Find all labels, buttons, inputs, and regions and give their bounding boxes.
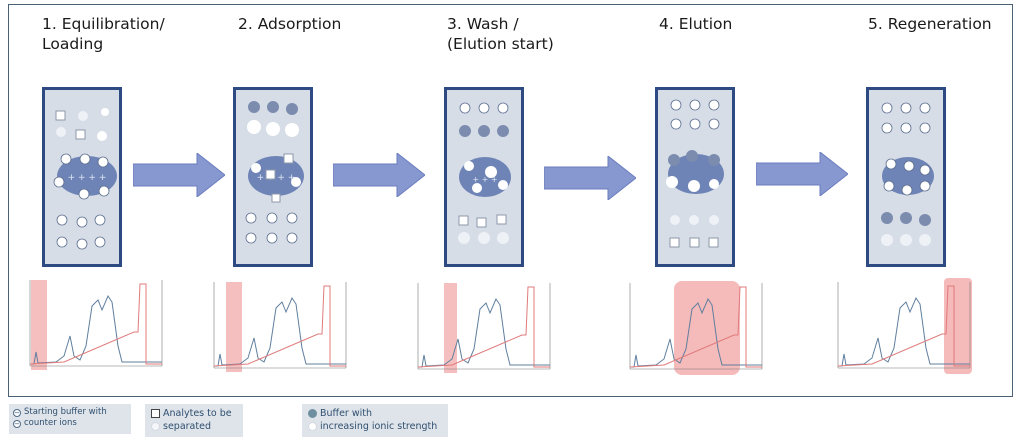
buffer-dot-icon bbox=[308, 409, 317, 418]
minus-circle-icon: − bbox=[13, 419, 21, 428]
step-title-3: 3. Wash / (Elution start) bbox=[447, 15, 554, 53]
step-title-1: 1. Equilibration/ Loading bbox=[42, 15, 165, 53]
step-title-5: 5. Regeneration bbox=[868, 15, 992, 33]
column-step-3: + + + bbox=[444, 87, 524, 267]
arrow-right-icon bbox=[756, 152, 848, 196]
step-title-4: 4. Elution bbox=[659, 15, 733, 33]
arrow-right-icon bbox=[133, 153, 225, 197]
legend-buffer-line2: increasing ionic strength bbox=[320, 421, 438, 432]
svg-text:+ + + +: + + + + bbox=[257, 173, 296, 183]
circle-analyte-icon bbox=[308, 422, 317, 431]
column-contents: + + + bbox=[458, 102, 511, 244]
chromatogram-step-3 bbox=[417, 283, 551, 373]
legend-counter-ions-line2: counter ions bbox=[24, 418, 77, 428]
legend-analytes-line1: Analytes to be bbox=[163, 408, 232, 419]
column-contents: + + + + bbox=[245, 101, 304, 244]
diagram-frame bbox=[8, 4, 1013, 397]
chromatogram-step-5 bbox=[837, 278, 972, 374]
svg-text:+ + + +: + + + + bbox=[68, 173, 107, 183]
legend-counter-ions-line1: Starting buffer with bbox=[24, 407, 107, 417]
column-step-5 bbox=[866, 87, 946, 267]
column-step-1: + + + + bbox=[42, 87, 122, 267]
square-analyte-icon bbox=[151, 409, 160, 418]
legend-buffer-line1: Buffer with bbox=[320, 408, 373, 419]
chromatogram-step-4 bbox=[629, 281, 763, 375]
step-title-2: 2. Adsorption bbox=[238, 15, 342, 33]
chromatogram-step-2 bbox=[213, 282, 347, 372]
column-step-2: + + + + bbox=[233, 87, 313, 267]
arrow-right-icon bbox=[544, 156, 636, 200]
chromatogram-step-1 bbox=[29, 280, 163, 370]
legend-buffer: Buffer with increasing ionic strength bbox=[302, 404, 448, 437]
minus-circle-icon: − bbox=[13, 408, 21, 417]
legend-counter-ions: − Starting buffer with − counter ions bbox=[9, 404, 131, 434]
column-contents bbox=[881, 102, 934, 246]
legend-analytes: Analytes to be separated bbox=[145, 404, 243, 437]
arrow-right-icon bbox=[333, 153, 425, 197]
circle-analyte-icon bbox=[151, 422, 160, 431]
svg-text:+ + +: + + + bbox=[472, 175, 497, 184]
column-contents: + + + + bbox=[53, 108, 117, 250]
column-step-4 bbox=[655, 87, 735, 267]
legend-analytes-line2: separated bbox=[163, 421, 211, 432]
column-contents bbox=[666, 99, 724, 248]
